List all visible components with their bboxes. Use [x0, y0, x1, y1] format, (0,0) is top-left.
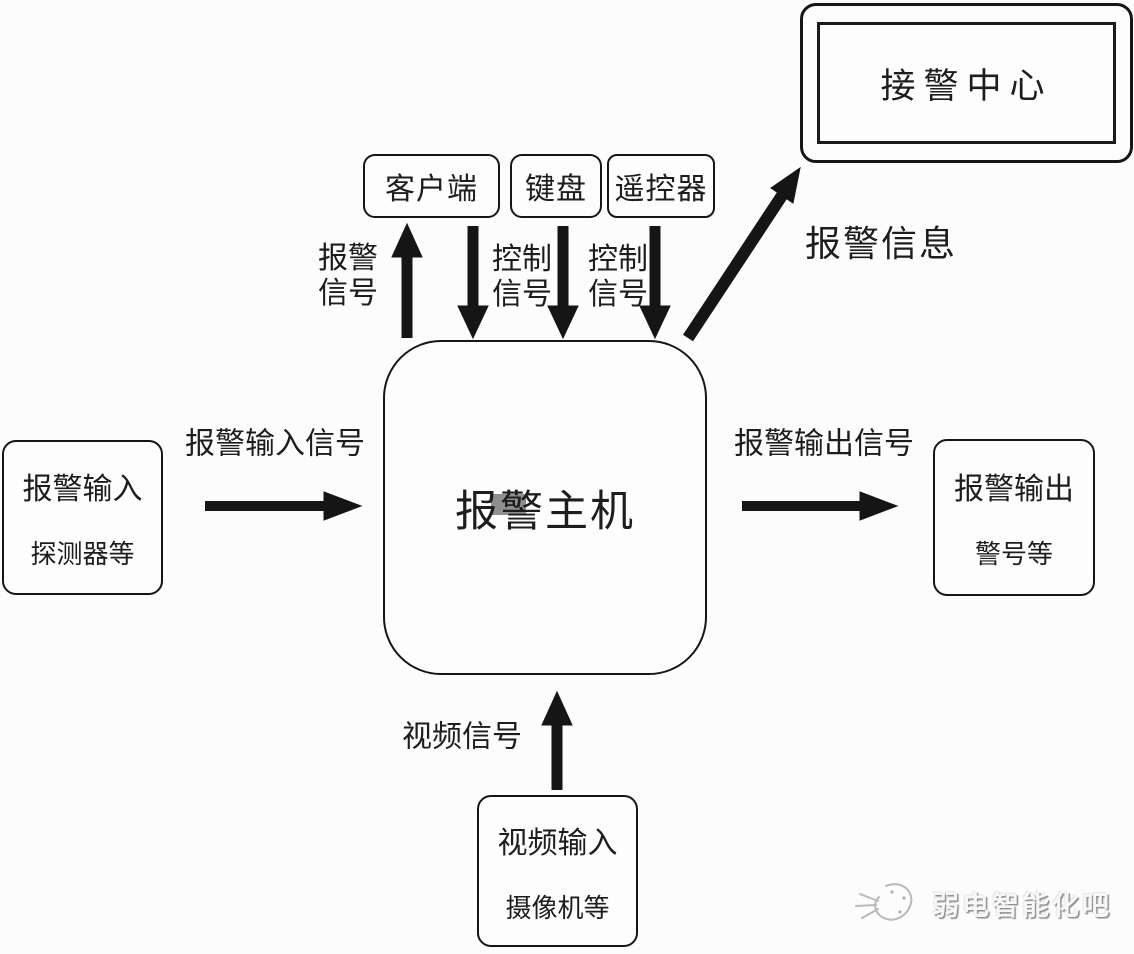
node-keyboard-label: 键盘: [525, 172, 587, 207]
node-client: 客户端: [363, 154, 500, 218]
video-input-title: 视频输入: [497, 825, 618, 861]
video-input-subtitle: 摄像机等: [505, 893, 610, 924]
node-alarm-center: 接警中心: [800, 3, 1133, 163]
label-alarm-signal: 报警 信号: [318, 240, 378, 311]
label-alarm-info: 报警信息: [804, 223, 958, 265]
node-keyboard: 键盘: [510, 154, 602, 218]
watermark-smudge: [491, 494, 526, 515]
label-alarm-output-signal: 报警输出信号: [734, 426, 914, 462]
alarm-input-title: 报警输入: [22, 472, 143, 507]
arrow-alarm-output-signal: [742, 491, 899, 521]
node-client-label: 客户端: [385, 172, 478, 207]
node-remote-control: 遥控器: [607, 154, 715, 218]
watermark: 弱电智能化吧: [848, 872, 1112, 934]
arrow-alarm-input-signal: [205, 491, 363, 521]
node-alarm-center-label: 接警中心: [880, 66, 1053, 107]
node-alarm-input: 报警输入 探测器等: [2, 440, 163, 595]
alarm-output-subtitle: 警号等: [974, 540, 1053, 570]
label-control-signal-2: 控制 信号: [588, 241, 648, 312]
node-alarm-host: 报警主机: [383, 340, 707, 675]
arrow-video-signal: [541, 690, 573, 790]
arrow-alarm-signal: [391, 222, 423, 338]
alarm-center-inner-frame: 接警中心: [817, 22, 1116, 144]
node-alarm-host-label: 报警主机: [455, 486, 635, 537]
arrow-control-client: [457, 226, 489, 340]
label-video-signal: 视频信号: [402, 719, 522, 755]
node-alarm-output: 报警输出 警号等: [933, 439, 1095, 596]
alarm-output-title: 报警输出: [954, 472, 1074, 507]
node-video-input: 视频输入 摄像机等: [477, 795, 638, 947]
label-alarm-input-signal: 报警输入信号: [185, 426, 365, 462]
watermark-text: 弱电智能化吧: [932, 890, 1112, 922]
label-control-signal-1: 控制 信号: [492, 241, 552, 312]
alarm-input-subtitle: 探测器等: [30, 540, 135, 570]
node-remote-control-label: 遥控器: [614, 172, 708, 207]
mouse-logo-icon: [855, 883, 913, 921]
arrow-control-keyboard: [547, 226, 579, 340]
